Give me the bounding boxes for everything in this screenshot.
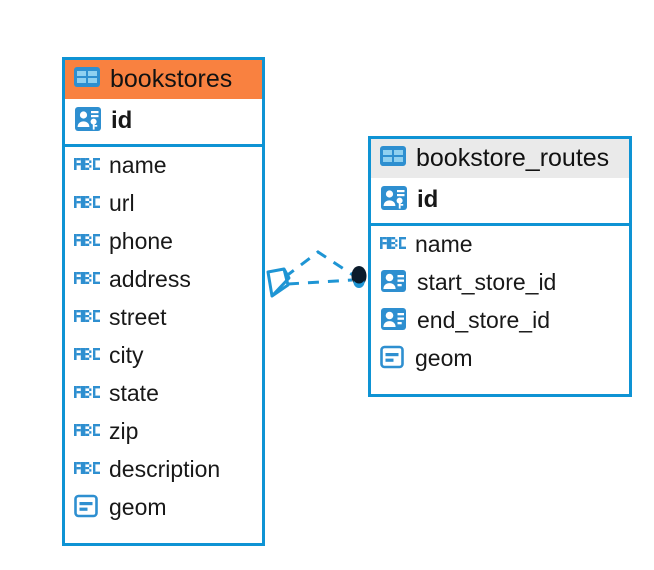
field-label-id: id xyxy=(417,186,439,214)
foreign-key-icon xyxy=(380,306,408,337)
relationship-line-lower xyxy=(287,278,353,286)
foreign-key-icon xyxy=(380,268,408,299)
abc-text-icon xyxy=(74,155,100,178)
field-row-name[interactable]: name xyxy=(371,226,629,264)
table-grid-icon xyxy=(379,144,407,173)
relationship-line-upper xyxy=(284,250,357,279)
field-label: geom xyxy=(415,345,473,372)
field-label: city xyxy=(109,342,144,369)
field-row-start-store-id[interactable]: start_store_id xyxy=(371,264,629,302)
field-row-end-store-id[interactable]: end_store_id xyxy=(371,302,629,340)
table-grid-icon xyxy=(73,65,101,94)
field-label: geom xyxy=(109,494,167,521)
field-label-id: id xyxy=(111,107,133,135)
table-title: bookstore_routes xyxy=(416,143,610,172)
geometry-icon xyxy=(380,345,406,374)
field-label: name xyxy=(415,231,473,258)
field-row-geom[interactable]: geom xyxy=(371,340,629,378)
field-label: url xyxy=(109,190,135,217)
crows-foot-diamond-marker xyxy=(266,267,291,298)
field-row-city[interactable]: city xyxy=(65,337,262,375)
field-label: description xyxy=(109,456,221,483)
abc-text-icon xyxy=(74,269,100,292)
field-label: start_store_id xyxy=(417,269,557,296)
abc-text-icon xyxy=(74,307,100,330)
field-row-address[interactable]: address xyxy=(65,261,262,299)
field-label: name xyxy=(109,152,167,179)
field-row-id[interactable]: id xyxy=(371,178,629,223)
abc-text-icon xyxy=(74,383,100,406)
table-header-bookstore-routes[interactable]: bookstore_routes xyxy=(371,139,629,178)
filled-circle-marker xyxy=(351,266,367,288)
abc-text-icon xyxy=(380,234,406,257)
field-label: state xyxy=(109,380,159,407)
field-label: end_store_id xyxy=(417,307,550,334)
primary-key-section: id xyxy=(65,99,262,147)
abc-text-icon xyxy=(74,421,100,444)
field-row-name[interactable]: name xyxy=(65,147,262,185)
field-label: address xyxy=(109,266,191,293)
fields-section-bookstore-routes: name start_store_id xyxy=(371,226,629,378)
field-row-zip[interactable]: zip xyxy=(65,413,262,451)
field-row-state[interactable]: state xyxy=(65,375,262,413)
geometry-icon xyxy=(74,494,100,523)
abc-text-icon xyxy=(74,345,100,368)
field-row-street[interactable]: street xyxy=(65,299,262,337)
field-row-description[interactable]: description xyxy=(65,451,262,489)
abc-text-icon xyxy=(74,459,100,482)
field-row-phone[interactable]: phone xyxy=(65,223,262,261)
table-header-bookstores[interactable]: bookstores xyxy=(65,60,262,99)
field-label: street xyxy=(109,304,167,331)
abc-text-icon xyxy=(74,193,100,216)
table-bookstores[interactable]: bookstores id xyxy=(62,57,265,546)
primary-key-section: id xyxy=(371,178,629,226)
field-row-geom[interactable]: geom xyxy=(65,489,262,527)
abc-text-icon xyxy=(74,231,100,254)
table-bookstore-routes[interactable]: bookstore_routes id xyxy=(368,136,632,397)
table-title: bookstores xyxy=(110,64,233,93)
fields-section-bookstores: name url phone xyxy=(65,147,262,527)
field-label: phone xyxy=(109,228,173,255)
field-row-url[interactable]: url xyxy=(65,185,262,223)
field-label: zip xyxy=(109,418,139,445)
primary-key-icon xyxy=(74,106,102,137)
field-row-id[interactable]: id xyxy=(65,99,262,144)
primary-key-icon xyxy=(380,185,408,216)
